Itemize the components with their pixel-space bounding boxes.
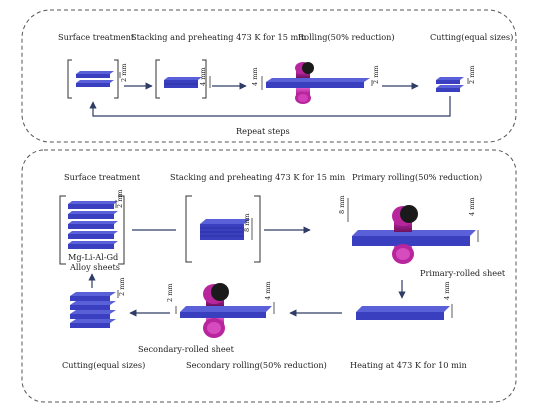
svg-text:2 mm: 2 mm [118,277,126,296]
bottom-dim-8mm-b: 8 mm [338,195,349,222]
svg-text:8 mm: 8 mm [338,195,346,214]
bottom-label-stacking: Stacking and preheating 473 K for 15 min [170,172,346,182]
bottom-panel-border [21,149,517,403]
bottom-dim-2mm-stack: 2 mm [115,189,124,208]
svg-text:2 mm: 2 mm [372,65,380,84]
top-upper-roll [295,62,314,78]
top-separate-sheets [67,59,119,99]
svg-text:2 mm: 2 mm [468,65,476,84]
top-dim-4mm-a: 4 mm [199,67,211,88]
top-panel-border [21,9,517,143]
svg-text:2 mm: 2 mm [166,283,174,302]
top-lower-roll [295,88,311,104]
svg-text:2 mm: 2 mm [116,189,124,208]
bottom-dim-4mm-b: 4 mm [443,281,453,318]
bottom-secondary-lower-roll [203,318,225,338]
bottom-label-surface-treatment: Surface treatment [64,172,141,182]
bottom-stacked-block [185,195,261,263]
bottom-label-alloy-2: Alloy sheets [69,262,120,272]
bottom-primary-lower-roll [392,244,414,264]
top-label-surface-treatment: Surface treatment [58,32,135,42]
top-label-stacking: Stacking and preheating 473 K for 15 min [131,32,307,42]
top-dim-2mm-b: 2 mm [371,65,380,86]
top-label-repeat-steps: Repeat steps [236,126,290,136]
top-label-rolling: Rolling(50% reduction) [298,32,395,42]
bottom-label-alloy-1: Mg-Li-Al-Gd [68,252,118,262]
top-cut-sheets [436,77,464,92]
svg-text:2 mm: 2 mm [120,63,128,82]
bottom-label-primary-rolling: Primary rolling(50% reduction) [352,172,482,182]
top-dim-4mm-b: 4 mm [251,67,263,90]
bottom-label-secondary-rolling: Secondary rolling(50% reduction) [186,360,327,370]
bottom-cut-stack [70,292,116,328]
bottom-alloy-sheet-stack [59,195,125,265]
bottom-dim-8mm-a: 8 mm [243,213,253,240]
svg-text:4 mm: 4 mm [443,281,451,300]
svg-text:8 mm: 8 mm [243,213,251,232]
top-dim-2mm-c: 2 mm [467,65,476,84]
top-stacked-sheets [155,59,207,99]
bottom-secondary-sheet [180,306,272,318]
bottom-primary-upper-roll [392,205,418,232]
svg-text:4 mm: 4 mm [199,67,207,86]
bottom-dim-4mm-c: 4 mm [264,281,275,314]
bottom-dim-2mm-c: 2 mm [166,283,177,314]
bottom-primary-sheet-in [352,230,476,246]
bottom-secondary-upper-roll [203,283,229,306]
top-label-cutting: Cutting(equal sizes) [430,32,513,42]
bottom-label-cutting: Cutting(equal sizes) [62,360,145,370]
bottom-label-primary-rolled-sheet: Primary-rolled sheet [420,268,506,278]
svg-text:4 mm: 4 mm [251,67,259,86]
top-rolling-sheet [266,78,370,88]
bottom-dim-2mm-d: 2 mm [117,277,126,298]
bottom-heated-sheet [356,306,450,320]
bottom-label-heating: Heating at 473 K for 10 min [350,360,467,370]
svg-text:4 mm: 4 mm [468,197,476,216]
top-repeat-arrow [89,96,451,117]
svg-text:4 mm: 4 mm [264,281,272,300]
bottom-dim-4mm-a: 4 mm [468,197,479,242]
bottom-label-secondary-rolled-sheet: Secondary-rolled sheet [138,344,235,354]
top-dim-2mm-a: 2 mm [119,63,128,82]
